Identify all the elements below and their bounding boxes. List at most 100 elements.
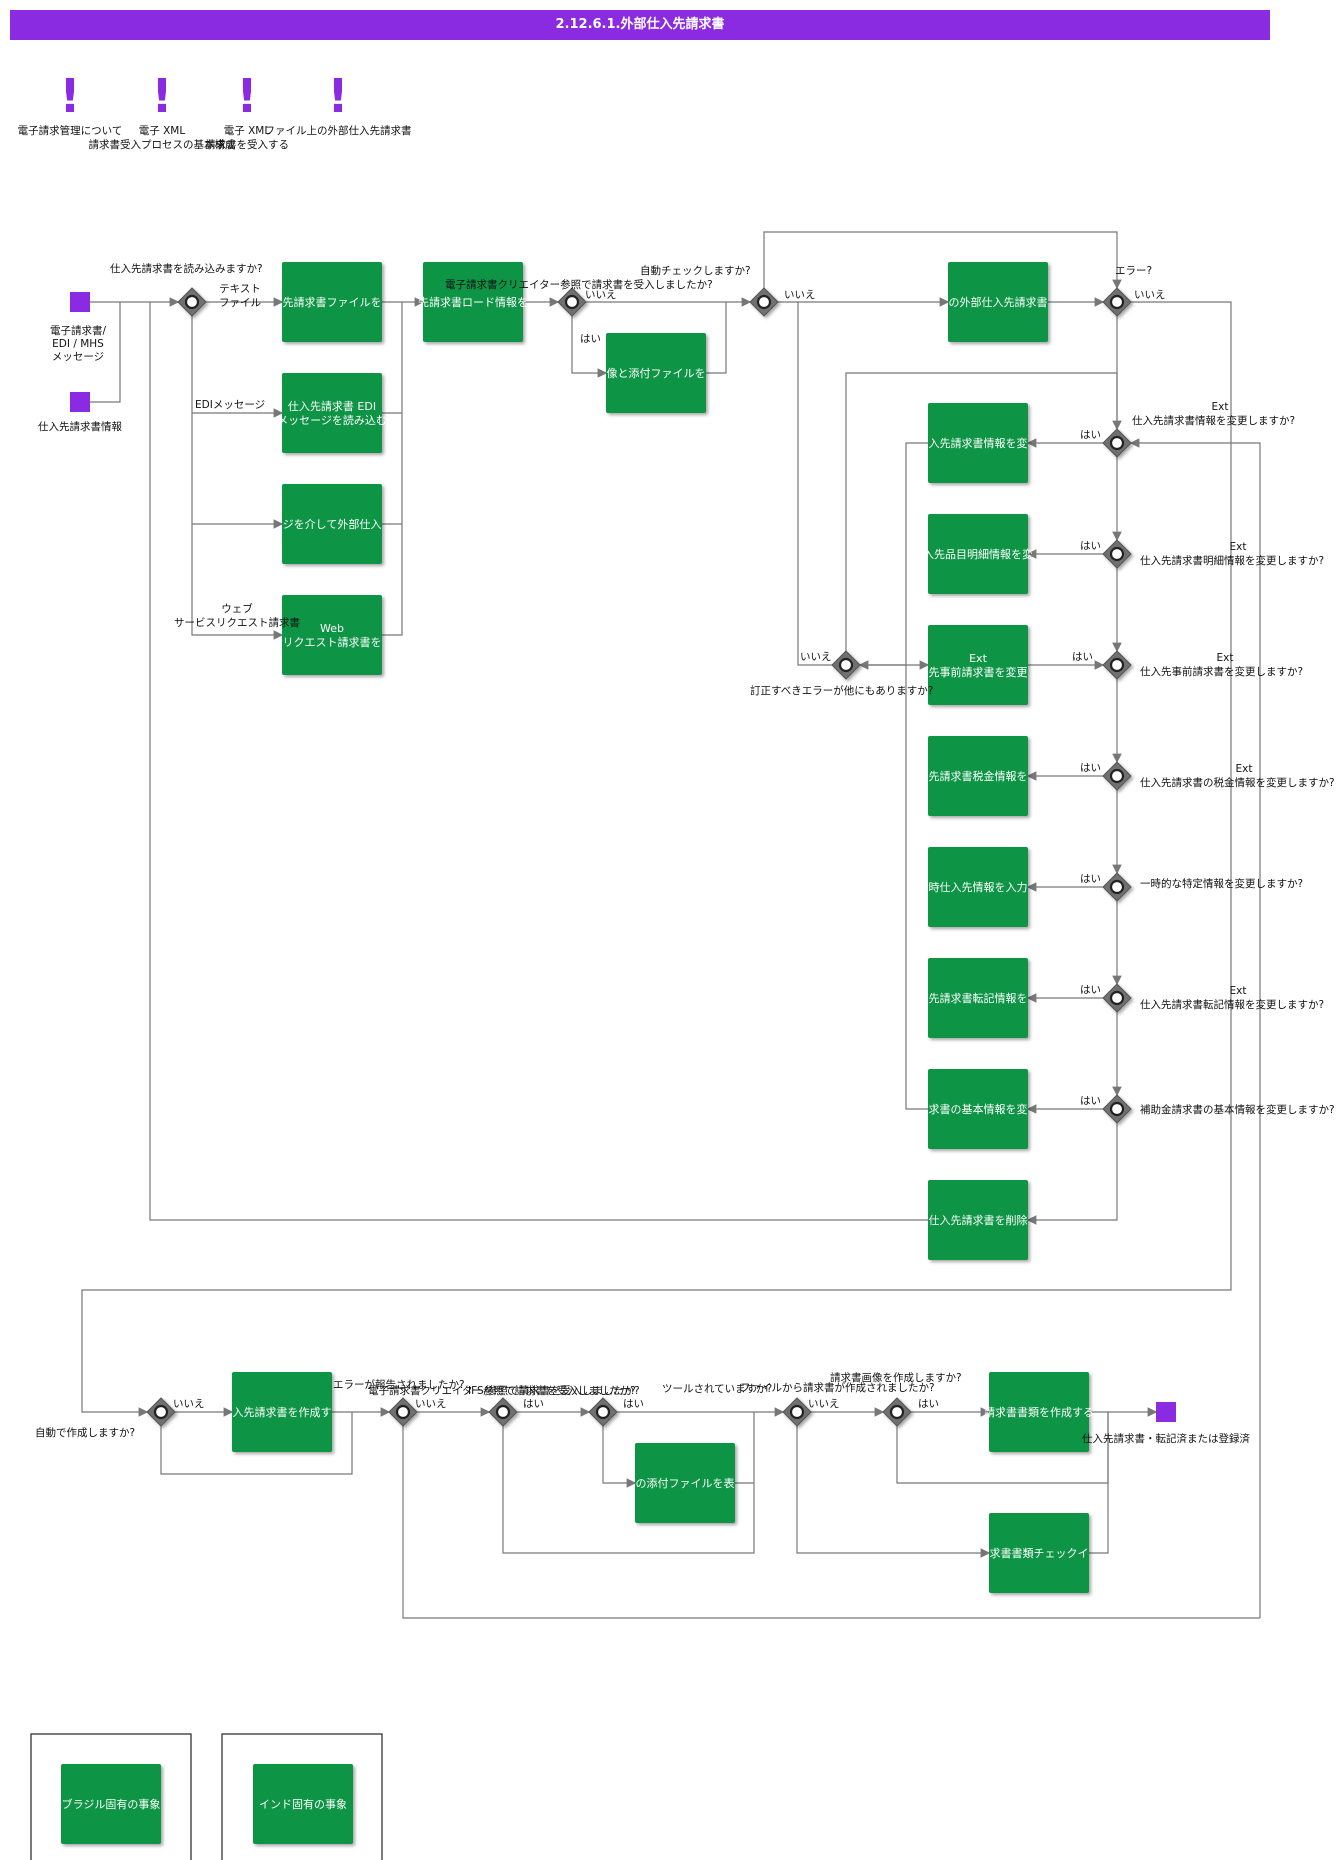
task-box-c3[interactable] [928,625,1028,705]
gateway-marker [495,1404,511,1420]
flow-edge [191,524,284,640]
flow-edge [191,413,284,529]
task-box-c4[interactable] [928,736,1028,816]
task-label: 請求書書類を作成する [984,1405,1094,1419]
task-box-r-doc[interactable] [989,1372,1089,1452]
flow-label-hai-g6: はい [1080,984,1101,996]
task-box-b-web[interactable] [282,595,382,675]
note-icon[interactable]: ! [152,69,173,123]
flow-label-iie-r6: いいえ [808,1398,840,1410]
task-label: 先請求書ファイルを [283,295,382,309]
flow-label-web-2: サービスリクエスト請求書 [174,616,300,629]
gateway-marker [1109,1101,1125,1117]
event-label: 電子請求書/ [50,324,106,337]
gateway-marker [756,294,772,310]
task-label: 入先品目明細情報を変 [923,547,1033,561]
task-box-c6[interactable] [928,958,1028,1038]
task-label: Web [320,622,344,635]
gateway-marker [1109,879,1125,895]
task-box-b-ext[interactable] [948,262,1048,342]
flow-label-q-auto-check: 自動チェックしますか? [640,264,751,277]
task-box-b-load[interactable] [423,262,523,342]
task-box-r-check[interactable] [989,1513,1089,1593]
note-icon[interactable]: ! [60,69,81,123]
flow-label-iie-3: いいえ [1134,289,1166,301]
flow-label-q-more: 訂正すべきエラーが他にもありますか? [750,684,933,697]
flow-label-iie-r2: いいえ [415,1398,447,1410]
note-icon[interactable]: ! [328,69,349,123]
flow-label-q-r6: ファイルから請求書が作成されましたか? [740,1381,935,1394]
flow-label-hai-g4: はい [1080,762,1101,774]
event-end[interactable] [1156,1402,1176,1422]
task-label: ジを介して外部仕入 [283,517,382,531]
task-box-b-attach[interactable] [606,333,706,413]
flow-edge [845,372,1118,651]
flow-label-iie-2: いいえ [784,289,816,301]
legend-frame-india [221,1733,383,1860]
task-label: リクエスト請求書を [283,635,382,649]
flow-label-hai-g5: はい [1080,873,1101,885]
flow-label-web-1: ウェブ [221,602,253,615]
gateway-marker [1109,768,1125,784]
gateway-marker [1109,435,1125,451]
task-label: Ext [969,652,987,665]
flow-label-q-g1: 仕入先請求書情報を変更しますか? [1132,414,1295,427]
task-label: 像と添付ファイルを [607,366,706,380]
flow-label-q-autocreate: 自動で作成しますか? [35,1426,135,1439]
flow-label-hai-g2: はい [1080,540,1101,552]
task-label: 入先請求書を作成す [233,1405,332,1419]
flow-label-q-g2: 仕入先請求書明細情報を変更しますか? [1140,554,1324,567]
task-box-c2[interactable] [928,514,1028,594]
flow-label-q-r7: 請求書画像を作成しますか? [830,1371,962,1384]
flow-edge [763,231,1122,290]
event-label: EDI / MHS [52,338,104,350]
flow-edge [571,316,608,378]
task-box-india[interactable] [253,1764,353,1844]
flow-edge [149,302,928,1221]
task-box-c7[interactable] [928,1069,1028,1149]
flow-label-q-g6: 仕入先請求書転記情報を変更しますか? [1140,998,1324,1011]
flow-label-ext-2: Ext [1230,541,1247,553]
flow-label-q-g7: 補助金請求書の基本情報を変更しますか? [1140,1103,1335,1116]
flow-edge [602,1426,637,1488]
task-box-r-attach[interactable] [635,1443,735,1523]
task-label: 入先請求書情報を変 [929,436,1028,450]
task-box-b-file[interactable] [282,262,382,342]
task-box-c8[interactable] [928,1180,1028,1260]
task-label: 求書書類チェックイ [990,1546,1089,1560]
flow-label-hai-g3: はい [1072,651,1093,663]
task-label: 時仕入先情報を入力 [929,881,1028,894]
flow-edge [796,1426,991,1558]
event-start2[interactable] [70,392,90,412]
note-label: 請求書を受入する [205,138,289,151]
task-box-c5[interactable] [928,847,1028,927]
flow-edge [905,442,928,1110]
task-box-b-edi[interactable] [282,373,382,453]
note-label: 電子 XML [139,125,186,137]
flow-label-q-r5: ツールされていますか? [662,1383,772,1395]
flow-edge [797,302,832,666]
gateway-marker [889,1404,905,1420]
flow-edge [382,524,403,636]
gateway-marker [395,1404,411,1420]
task-box-r-create[interactable] [232,1372,332,1452]
flow-shapes [30,262,1176,1860]
flow-label-iie-more: いいえ [800,651,832,663]
task-box-brazil[interactable] [61,1764,161,1844]
event-start1[interactable] [70,292,90,312]
flow-edge [1129,438,1261,1618]
diagram-title: 2.12.6.1.外部仕入先請求書 [10,10,1270,40]
gateway-marker [595,1404,611,1420]
note-icon[interactable]: ! [237,69,258,123]
task-box-c1[interactable] [928,403,1028,483]
flow-edge [382,413,403,525]
flow-label-q-g4: 仕入先請求書の税金情報を変更しますか? [1140,776,1335,789]
gateway-marker [838,657,854,673]
task-label: メッセージを読み込む [277,413,387,427]
flow-label-q-creator: 電子請求書クリエイター参照で請求書を受入しましたか? [445,278,713,291]
task-box-b-msg[interactable] [282,484,382,564]
task-label: 先請求書ロード情報を [418,295,528,309]
gateway-marker [789,1404,805,1420]
task-label: インド固有の事象 [259,1797,347,1811]
